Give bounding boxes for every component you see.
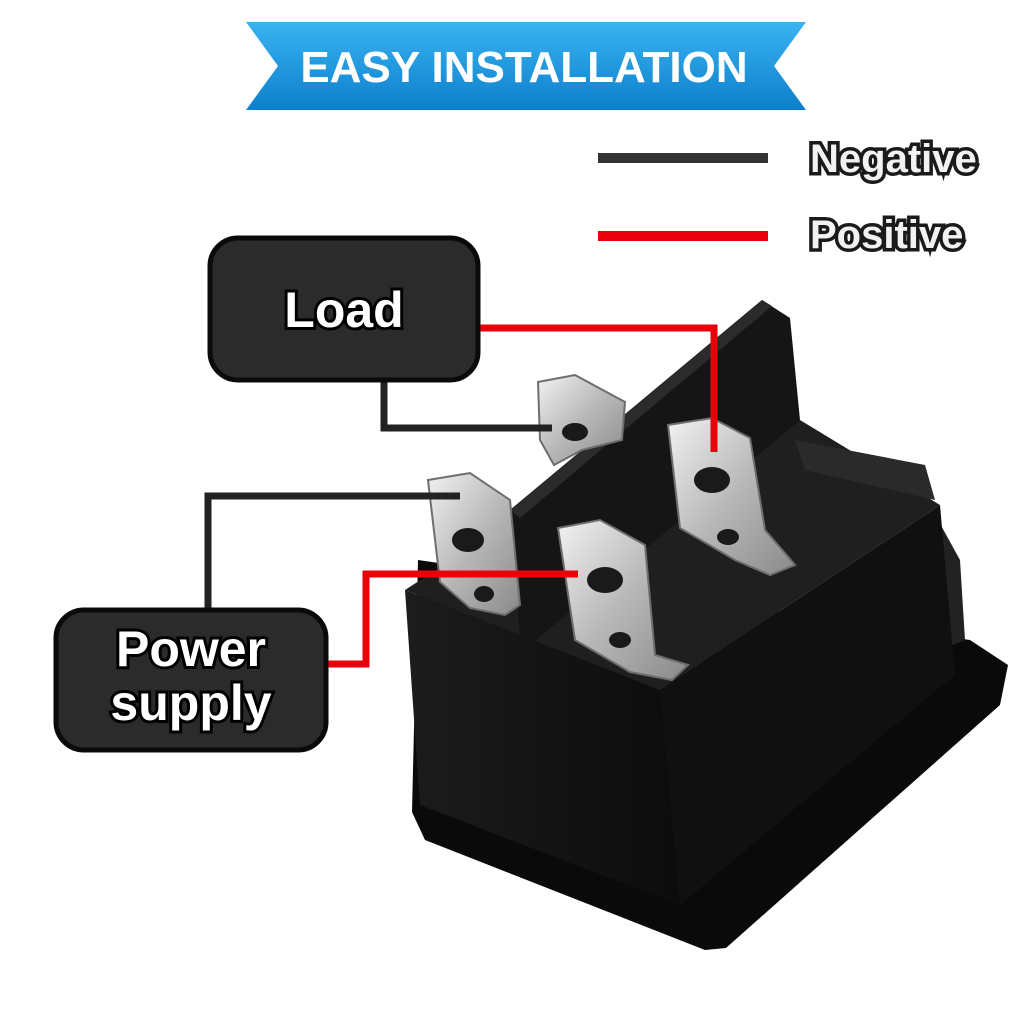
- switch-divider-edge: [510, 300, 772, 518]
- switch-right-face: [660, 505, 955, 905]
- terminal-bottom-right: [556, 518, 690, 682]
- power-supply-label-line2: supply: [110, 675, 271, 731]
- wire-supply-negative: [204, 492, 460, 612]
- title-banner: EASY INSTALLATION: [246, 22, 806, 110]
- wire-load-negative: [380, 380, 552, 432]
- load-label: Load: [284, 282, 403, 338]
- terminal-top-left: [536, 373, 627, 467]
- terminal-bottom-left: [426, 471, 522, 617]
- wire-load-positive: [478, 324, 718, 452]
- switch-right-rim: [795, 440, 935, 500]
- banner-ribbon: [246, 22, 806, 110]
- power-supply-label-box: Power supply: [53, 607, 329, 753]
- legend-negative-label: Negative: [810, 137, 977, 181]
- wires: [204, 324, 718, 668]
- wire-supply-positive: [326, 570, 578, 668]
- load-label-box: Load: [207, 235, 481, 383]
- terminal-top-right: [666, 416, 797, 577]
- rocker-switch: [405, 300, 1008, 950]
- legend-positive-label: Positive: [810, 213, 963, 257]
- banner-title: EASY INSTALLATION: [300, 43, 747, 92]
- power-supply-label-line1: Power: [116, 621, 266, 677]
- switch-front-face: [405, 590, 680, 905]
- legend: Negative Positive: [598, 134, 980, 261]
